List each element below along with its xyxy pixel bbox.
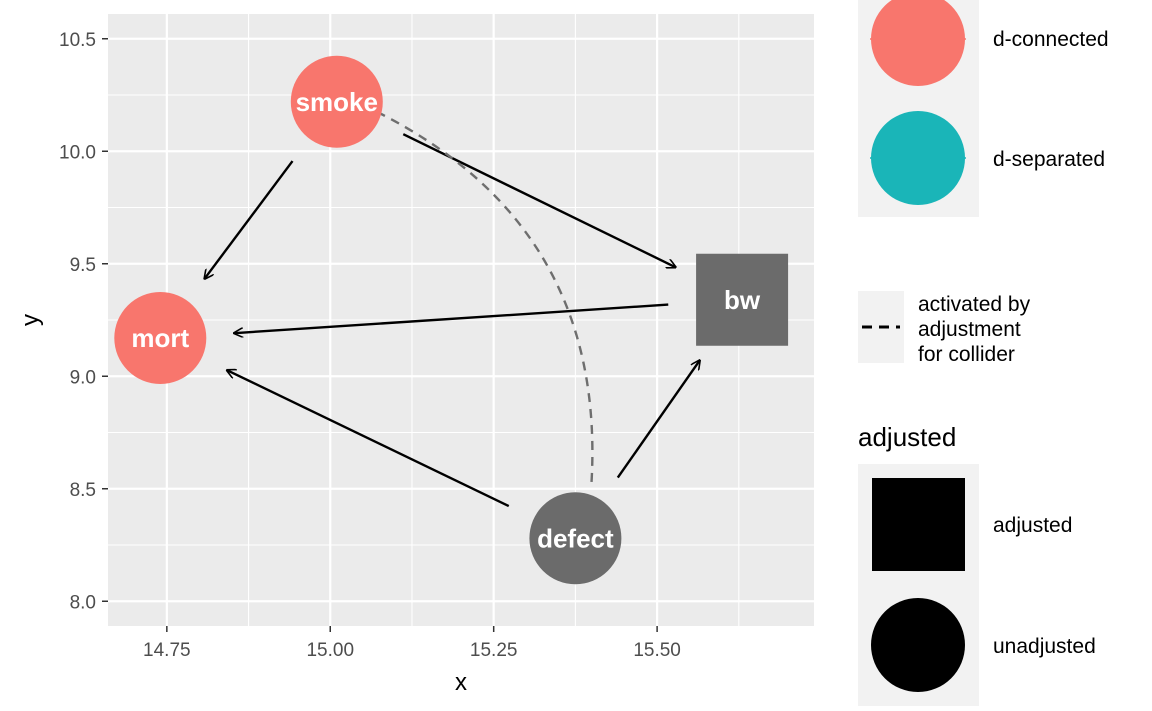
legend-linetype: activated by adjustment for collider [858, 291, 1036, 366]
legend-adjusted-label: adjusted [993, 514, 1072, 537]
x-tick-label: 14.75 [143, 640, 191, 661]
node-mort-circle [114, 292, 207, 384]
axes: 14.75 15.00 15.25 15.50 8.0 8.5 9.0 9.5 10.0 10.5 [59, 30, 681, 661]
node-label-mort: mort [131, 323, 189, 353]
legend-adjusted-square-icon [872, 478, 965, 571]
legend-linetype-line-1: activated by [918, 293, 1031, 316]
legend-d-separated-dot [871, 111, 965, 205]
x-tick-label: 15.25 [470, 640, 518, 661]
node-bw-square [696, 253, 789, 346]
edge-smoke-defect-collider [376, 110, 594, 485]
node-label-smoke: smoke [296, 87, 378, 117]
legend-adjusted-title: adjusted [858, 422, 956, 452]
edge-bw-mort [234, 303, 669, 334]
edge-defect-mort [227, 370, 510, 508]
y-tick-label: 9.5 [70, 255, 96, 276]
node-label-defect: defect [537, 523, 614, 553]
node-label-bw: bw [724, 285, 761, 315]
edges [205, 110, 700, 508]
legend-linetype-line-3: for collider [918, 343, 1015, 366]
y-tick-label: 10.0 [59, 142, 96, 163]
y-tick-label: 8.5 [70, 480, 96, 501]
y-axis-label: y [17, 314, 44, 326]
x-tick-label: 15.00 [306, 640, 354, 661]
edge-smoke-mort [205, 160, 294, 279]
legend: d-connected d-separated activated by adj… [858, 0, 1109, 706]
legend-d-connected-label: d-connected [993, 28, 1109, 51]
node-smoke-circle [290, 55, 383, 148]
legend-unadjusted-label: unadjusted [993, 635, 1096, 658]
legend-unadjusted-circle-icon [871, 598, 965, 692]
y-tick-label: 8.0 [70, 592, 96, 613]
y-tick-label: 10.5 [59, 30, 96, 51]
legend-d-separated-label: d-separated [993, 148, 1105, 171]
x-tick-label: 15.50 [633, 640, 681, 661]
legend-status: d-connected d-separated [858, 0, 1109, 217]
y-tick-label: 9.0 [70, 367, 96, 388]
edge-defect-bw [616, 360, 700, 479]
legend-adjusted: adjusted adjusted unadjusted [858, 422, 1096, 706]
node-defect-circle [529, 492, 622, 585]
x-axis-label: x [455, 669, 467, 696]
legend-linetype-label: activated by adjustment for collider [918, 293, 1036, 366]
legend-linetype-line-2: adjustment [918, 318, 1021, 341]
nodes: smoke mort bw defect [114, 55, 789, 585]
legend-d-connected-dot [871, 0, 965, 86]
